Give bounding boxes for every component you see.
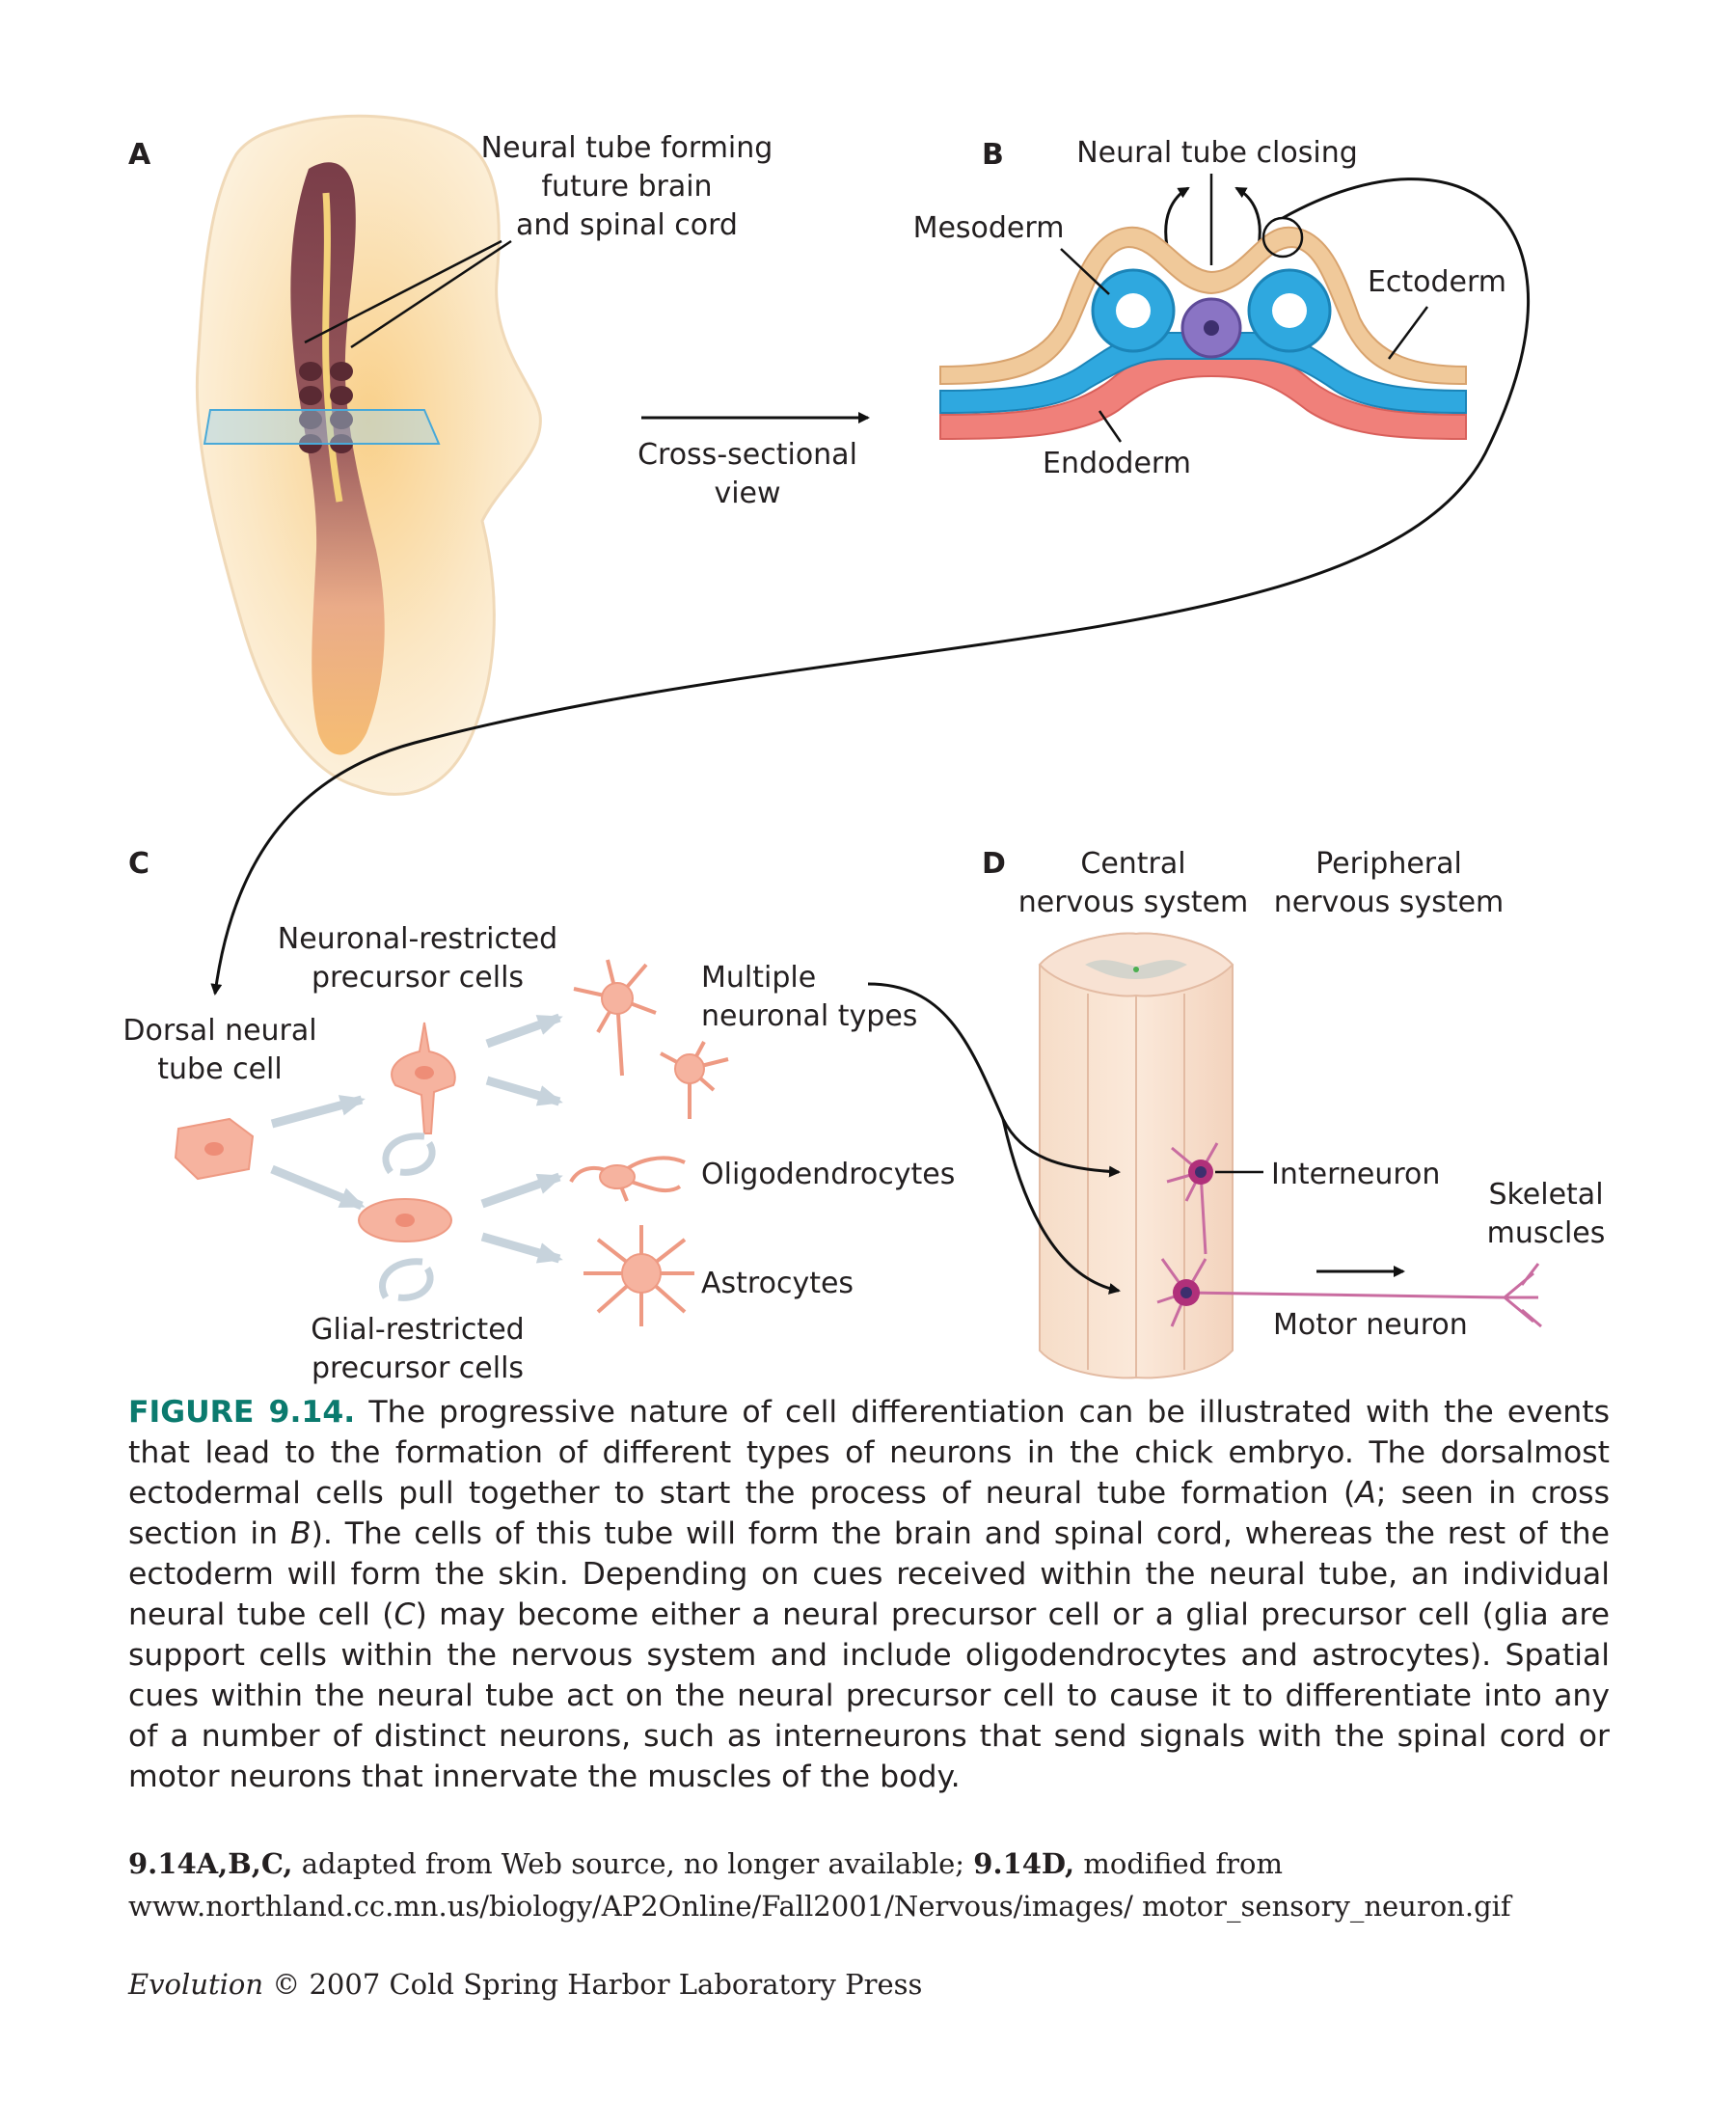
- neural-tube-label-line-2: future brain: [541, 170, 712, 204]
- mesoderm-pointer: [1060, 248, 1110, 295]
- arrow-dorsal-to-neuronal: [270, 1095, 366, 1129]
- neuronal-restricted-label-line-2: precursor cells: [312, 961, 524, 995]
- panel-a: A Neural tube forming future brain and s…: [128, 114, 870, 796]
- panel-c: C Neuronal-restricted precursor cells Do…: [122, 847, 955, 1385]
- neural-tube-closing-label: Neural tube closing: [1076, 136, 1358, 170]
- arrow-to-motor-neuron: [1001, 1118, 1121, 1295]
- cns-label-line-2: nervous system: [1018, 886, 1249, 919]
- astrocyte: [583, 1225, 694, 1326]
- glial-precursor-nucleus: [395, 1214, 415, 1227]
- astrocytes-label: Astrocytes: [701, 1267, 854, 1300]
- caption-text-4: ) may become either a neural precursor c…: [128, 1597, 1610, 1794]
- copyright-line: Evolution © 2007 Cold Spring Harbor Labo…: [128, 1968, 922, 2001]
- glial-restricted-label-line-2: precursor cells: [312, 1351, 524, 1385]
- somite-right-lumen: [1272, 293, 1307, 328]
- connector-arrow-b-to-c: [210, 177, 1530, 996]
- neural-tube-label-line-1: Neural tube forming: [481, 131, 773, 165]
- book-title: Evolution: [128, 1968, 264, 2001]
- credit-d-ref: 9.14D,: [973, 1847, 1075, 1880]
- credit-d-text: modified from www.northland.cc.mn.us/bio…: [128, 1847, 1511, 1923]
- caption-text-3: ). The cells of this tube will form the …: [128, 1516, 1611, 1632]
- arrow-to-interneuron: [867, 982, 1121, 1178]
- cross-section-label-line-1: Cross-sectional: [637, 438, 857, 472]
- ectoderm-pointer: [1387, 306, 1429, 360]
- caption-ref-c: C: [393, 1597, 416, 1632]
- astrocyte-body: [621, 1253, 662, 1294]
- glial-restricted-label-line-1: Glial-restricted: [311, 1313, 524, 1347]
- panel-b: B Neural tube closing Mesoderm Ectoderm …: [913, 136, 1506, 480]
- caption-ref-a: A: [1355, 1476, 1376, 1511]
- neuronal-restricted-label-line-1: Neuronal-restricted: [278, 922, 557, 956]
- oligodendrocytes-label: Oligodendrocytes: [701, 1158, 955, 1191]
- section-plane: [203, 409, 441, 445]
- neural-tube-pointer-1: [304, 239, 502, 344]
- spinal-cord-top: [1038, 932, 1234, 997]
- pns-label-line-2: nervous system: [1274, 886, 1505, 919]
- neural-tube-illustration: [290, 162, 385, 755]
- embryo-body: [195, 114, 542, 796]
- panel-d: D Central nervous system Peripheral nerv…: [867, 847, 1606, 1379]
- panel-d-letter: D: [982, 847, 1006, 881]
- arrow-neuronal-to-type1: [485, 1013, 563, 1049]
- interneuron-nucleus: [1195, 1166, 1207, 1178]
- multiple-neuronal-label-line-2: neuronal types: [701, 999, 917, 1033]
- endoderm-pointer: [1098, 410, 1123, 443]
- pns-label-line-1: Peripheral: [1316, 847, 1462, 881]
- interneuron-label: Interneuron: [1271, 1158, 1440, 1191]
- figure-caption: FIGURE 9.14. The progressive nature of c…: [128, 1392, 1610, 1797]
- skeletal-muscles-label-line-1: Skeletal: [1488, 1178, 1603, 1212]
- neuron-type-1: [573, 959, 657, 1077]
- arrow-neuronal-to-type2: [485, 1076, 563, 1106]
- neural-tube-pointer-2: [350, 239, 512, 349]
- dorsal-cell-label-line-2: tube cell: [157, 1052, 282, 1086]
- skeletal-muscles-label-line-2: muscles: [1487, 1216, 1606, 1250]
- oligodendrocyte-body: [599, 1164, 636, 1189]
- cross-section-label-line-2: view: [714, 477, 780, 510]
- credit-abc-ref: 9.14A,B,C,: [128, 1847, 293, 1880]
- ectoderm-layer: [939, 226, 1467, 386]
- self-renew-icon-neuronal: [382, 1132, 436, 1176]
- dorsal-cell-nucleus: [204, 1142, 224, 1156]
- arrow-dorsal-to-glial: [270, 1164, 366, 1211]
- motor-neuron: [1156, 1258, 1542, 1328]
- closing-arrow-left: [1164, 186, 1190, 247]
- panel-c-letter: C: [128, 847, 149, 881]
- multiple-neuronal-label-line-1: Multiple: [701, 961, 816, 995]
- caption-text-1: The progressive nature of cell different…: [128, 1395, 1610, 1511]
- somites: [299, 362, 353, 453]
- panel-a-letter: A: [128, 138, 151, 172]
- panel-b-letter: B: [982, 138, 1004, 172]
- copyright-text: © 2007 Cold Spring Harbor Laboratory Pre…: [263, 1968, 923, 2001]
- credit-abc-text: adapted from Web source, no longer avail…: [292, 1847, 974, 1880]
- motor-neuron-nucleus: [1180, 1287, 1192, 1298]
- spinal-cord-line: [322, 192, 343, 503]
- neuronal-precursor-nucleus: [415, 1066, 434, 1079]
- cns-label-line-1: Central: [1080, 847, 1185, 881]
- arrow-glial-to-astro: [480, 1232, 563, 1264]
- somite-left-lumen: [1116, 293, 1151, 328]
- oligodendrocyte: [569, 1156, 686, 1202]
- mesoderm-layer: [939, 332, 1467, 415]
- dorsal-cell-label-line-1: Dorsal neural: [122, 1014, 316, 1048]
- notochord-center: [1204, 320, 1219, 336]
- figure-illustration: A Neural tube forming future brain and s…: [122, 114, 1606, 1385]
- ectoderm-label: Ectoderm: [1368, 265, 1506, 299]
- central-canal: [1133, 967, 1139, 972]
- endoderm-label: Endoderm: [1043, 447, 1191, 480]
- motor-neuron-label: Motor neuron: [1273, 1308, 1468, 1342]
- self-renew-icon-glial: [378, 1258, 434, 1301]
- arrow-glial-to-oligo: [480, 1172, 563, 1209]
- neural-tube-label-line-3: and spinal cord: [516, 208, 738, 242]
- closing-arrow-right: [1234, 186, 1261, 247]
- neuron-type-2-body: [674, 1053, 705, 1084]
- interneuron: [1166, 1142, 1219, 1255]
- caption-ref-b: B: [289, 1516, 312, 1551]
- figure-credits: 9.14A,B,C, adapted from Web source, no l…: [128, 1842, 1614, 1927]
- caption-text-2: ; seen in cross section in: [128, 1476, 1610, 1551]
- figure-number: FIGURE 9.14.: [128, 1395, 356, 1430]
- mesoderm-label: Mesoderm: [913, 211, 1065, 245]
- neuron-type-1-body: [601, 982, 634, 1015]
